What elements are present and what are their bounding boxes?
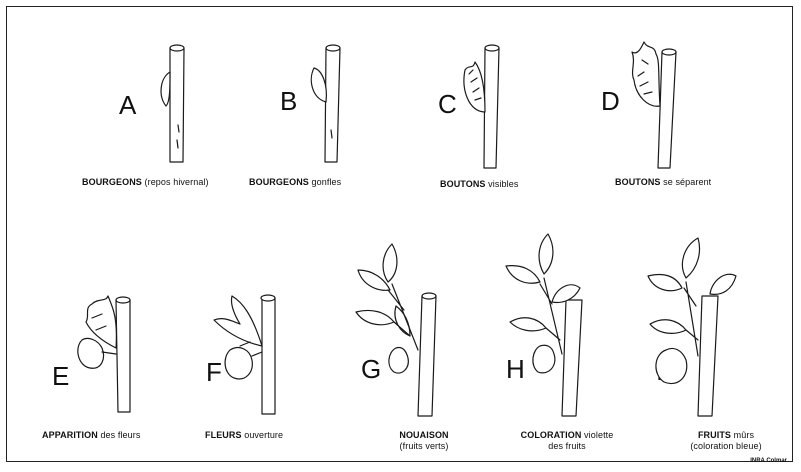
stage-b-drawing — [300, 40, 350, 170]
stage-i-caption-bold: FRUITS — [698, 430, 731, 440]
credit-label: INRA Colmar — [750, 458, 787, 464]
stage-a-caption: BOURGEONS (repos hivernal) — [82, 177, 209, 188]
stage-f-caption-bold: FLEURS — [205, 430, 242, 440]
stage-g-caption: NOUAISON (fruits verts) — [384, 430, 464, 452]
stage-c-drawing — [455, 40, 510, 175]
stage-g-drawing — [352, 240, 447, 425]
stage-f-drawing — [200, 286, 295, 421]
stage-h-caption-line2: des fruits — [548, 441, 586, 451]
stage-a-caption-bold: BOURGEONS — [82, 177, 142, 187]
stage-c-letter: C — [438, 91, 457, 117]
stage-c-caption-rest: visibles — [486, 179, 519, 189]
stage-b-letter: B — [280, 88, 297, 114]
stage-f-caption-rest: ouverture — [242, 430, 284, 440]
stage-a-caption-rest: (repos hivernal) — [142, 177, 209, 187]
stage-i-drawing — [640, 236, 740, 426]
stage-d-caption: BOUTONS se séparent — [615, 177, 711, 188]
stage-g-caption-line2: (fruits verts) — [400, 441, 449, 451]
stage-b-caption-rest: gonfles — [309, 177, 341, 187]
stage-c-caption-bold: BOUTONS — [440, 179, 486, 189]
stage-h-caption-rest: violette — [581, 430, 613, 440]
stage-h-caption: COLORATION violette des fruits — [508, 430, 626, 452]
stage-d-letter: D — [601, 88, 620, 114]
stage-e-caption: APPARITION des fleurs — [42, 430, 140, 441]
stage-a-letter: A — [119, 92, 136, 118]
stage-d-caption-rest: se séparent — [661, 177, 712, 187]
stage-i-caption: FRUITS mûrs (coloration bleue) — [676, 430, 776, 452]
stage-b-caption-bold: BOURGEONS — [249, 177, 309, 187]
stage-f-caption: FLEURS ouverture — [205, 430, 283, 441]
stage-a-drawing — [148, 40, 193, 170]
stage-h-drawing — [500, 230, 605, 425]
stage-e-letter: E — [52, 363, 69, 389]
stage-b-caption: BOURGEONS gonfles — [249, 177, 341, 188]
stage-e-caption-bold: APPARITION — [42, 430, 98, 440]
stage-i-caption-line2: (coloration bleue) — [690, 441, 761, 451]
stage-d-drawing — [620, 36, 695, 176]
stage-h-caption-bold: COLORATION — [521, 430, 582, 440]
stage-c-caption: BOUTONS visibles — [440, 179, 518, 190]
stage-i-caption-rest: mûrs — [731, 430, 754, 440]
stage-e-caption-rest: des fleurs — [98, 430, 141, 440]
stage-d-caption-bold: BOUTONS — [615, 177, 661, 187]
stage-g-caption-bold: NOUAISON — [399, 430, 448, 440]
stage-e-drawing — [68, 288, 148, 418]
